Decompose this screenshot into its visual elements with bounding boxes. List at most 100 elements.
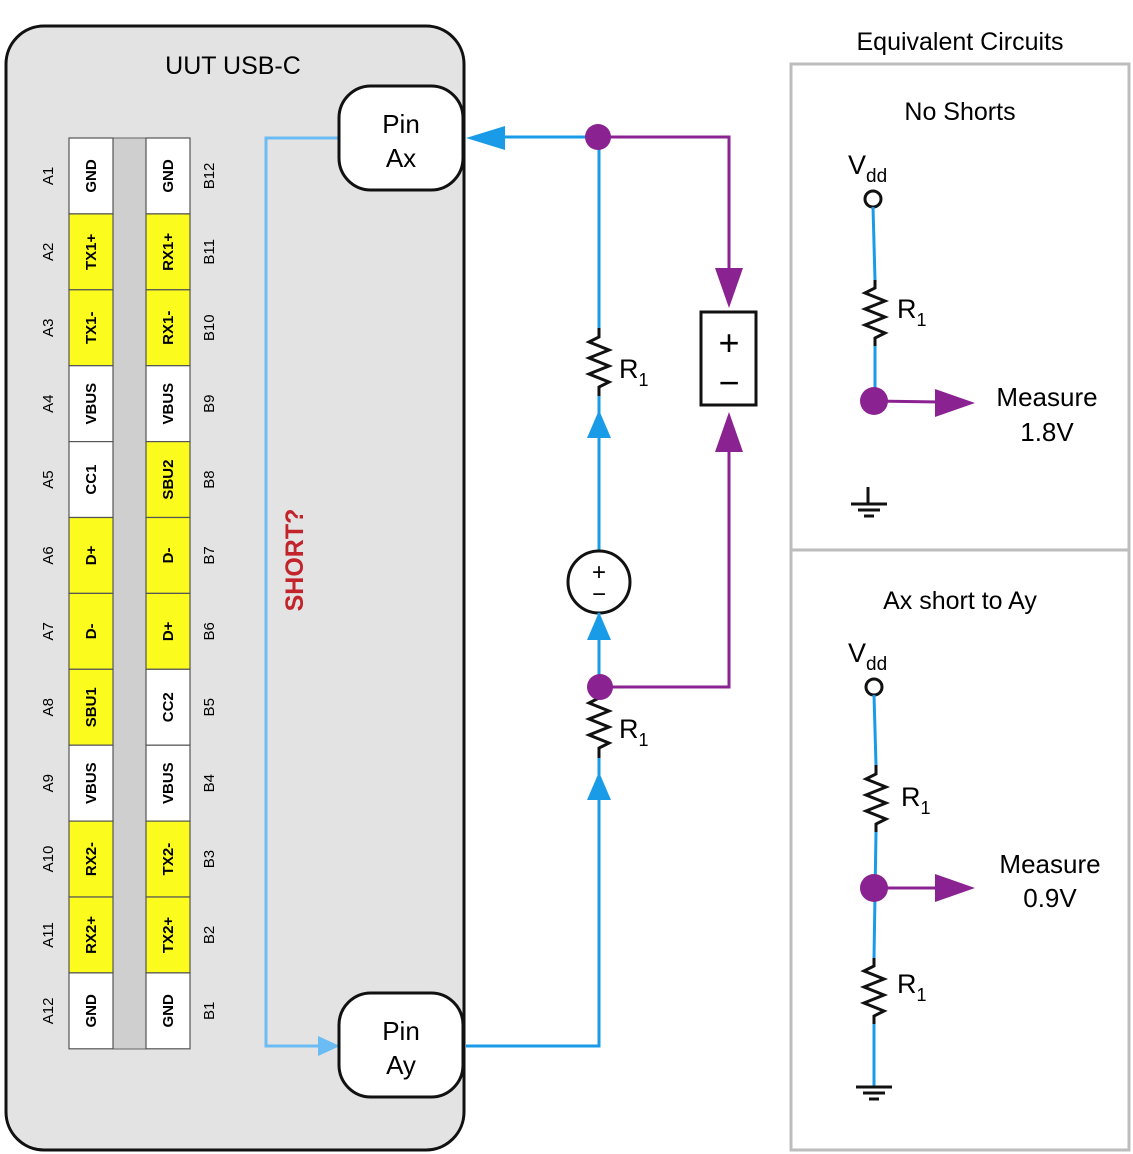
pin-signal-b-6: D-: [160, 548, 177, 564]
usb-c-connector: GNDTX1+TX1-VBUSCC1D+D-SBU1VBUSRX2-RX2+GN…: [40, 137, 218, 1050]
panel2-r-top-label: R1: [901, 782, 931, 818]
pin-number-a-10: A10: [40, 846, 57, 873]
pin-ax-node: Pin Ax: [337, 84, 465, 192]
pin-signal-a-4: VBUS: [83, 383, 100, 425]
panel1-measure-value: 1.8V: [1020, 417, 1074, 447]
pin-signal-b-7: D+: [160, 621, 177, 641]
meter-node-top: [585, 124, 611, 150]
pin-number-a-2: A2: [40, 243, 57, 261]
pin-number-a-8: A8: [40, 698, 57, 716]
pin-cell-a-12: GND: [68, 972, 114, 1050]
pin-signal-b-8: CC2: [160, 692, 177, 722]
pin-number-b-3: B10: [201, 314, 218, 341]
pin-cell-b-7: D+: [145, 592, 191, 670]
arrow-to-pin-ax: [466, 126, 505, 150]
source-plus: +: [592, 559, 606, 586]
panel-short: [789, 548, 1131, 1152]
pin-cell-b-9: VBUS: [145, 744, 191, 822]
pin-cell-b-8: CC2: [145, 668, 191, 746]
pin-number-a-1: A1: [40, 167, 57, 185]
panel1-r-label: R1: [897, 294, 927, 330]
panel1-resistor: [860, 280, 890, 346]
pin-number-b-9: B4: [201, 774, 218, 792]
panel2-measure-value: 0.9V: [1023, 883, 1077, 913]
panel-no-shorts: [789, 62, 1131, 552]
pin-number-b-2: B11: [201, 239, 218, 265]
source-minus: −: [592, 581, 606, 608]
r1-top-label: R1: [619, 354, 649, 390]
voltmeter: + −: [585, 124, 758, 700]
r1-bottom-label: R1: [619, 714, 649, 750]
pin-signal-a-1: GND: [83, 159, 100, 193]
pin-number-a-6: A6: [40, 546, 57, 564]
pin-signal-b-2: RX1+: [160, 233, 177, 271]
panel2-resistor-top: [861, 765, 891, 832]
pin-signal-b-12: GND: [160, 994, 177, 1028]
panel2-measure-arrow: [935, 874, 975, 902]
pin-cell-a-10: RX2-: [68, 820, 114, 898]
pin-cell-b-2: RX1+: [145, 213, 191, 291]
meter-box: [699, 310, 758, 407]
arrow-up-middle: [587, 612, 611, 640]
pin-signal-b-9: VBUS: [160, 762, 177, 804]
pin-signal-a-3: TX1-: [83, 311, 100, 344]
pin-signal-b-3: RX1-: [160, 311, 177, 345]
pin-cell-b-3: RX1-: [145, 289, 191, 367]
meter-arrow-bottom: [715, 412, 743, 452]
pin-cell-b-10: TX2-: [145, 820, 191, 898]
panel2-measure-label: Measure: [999, 849, 1100, 879]
test-circuit: R1 + − R1: [466, 126, 649, 1048]
panel2-resistor-bottom: [859, 958, 889, 1024]
pin-number-a-11: A11: [40, 922, 57, 948]
pin-signal-a-8: SBU1: [83, 687, 100, 727]
pin-ax-label-top: Pin: [382, 109, 420, 139]
pin-ay-label-top: Pin: [382, 1016, 420, 1046]
pin-cell-a-2: TX1+: [68, 213, 114, 291]
pin-ay-node: Pin Ay: [337, 991, 465, 1099]
resistor-r1-top: [584, 328, 614, 396]
pin-number-b-11: B2: [201, 926, 218, 944]
pin-number-a-12: A12: [40, 997, 57, 1024]
pin-signal-b-4: VBUS: [160, 383, 177, 425]
panel1-vdd: Vdd: [848, 150, 887, 187]
panel2-title: Ax short to Ay: [883, 587, 1037, 615]
panel2-ground-icon: [856, 1085, 892, 1101]
meter-node-bottom: [587, 674, 613, 700]
pin-cell-b-6: D-: [145, 516, 191, 595]
pin-number-b-6: B7: [201, 546, 218, 564]
pin-signal-a-7: D-: [83, 623, 100, 639]
pin-number-b-7: B6: [201, 622, 218, 640]
meter-plus: +: [718, 322, 739, 363]
pin-cell-a-1: GND: [68, 137, 114, 215]
panel-no-shorts-circuit: No Shorts Vdd R1 Measure 1.8V: [848, 98, 1098, 518]
short-path: SHORT?: [264, 136, 340, 1056]
pin-cell-a-9: VBUS: [68, 744, 114, 822]
pin-number-a-4: A4: [40, 394, 57, 412]
meter-minus: −: [718, 362, 739, 403]
pin-number-a-5: A5: [40, 470, 57, 488]
panel2-vdd: Vdd: [848, 638, 887, 675]
pin-cell-b-5: SBU2: [145, 441, 191, 519]
pin-signal-a-2: TX1+: [83, 233, 100, 270]
pin-number-b-4: B9: [201, 394, 218, 412]
panel1-ground-icon: [851, 487, 887, 518]
arrow-up-upper: [587, 410, 611, 438]
pin-signal-b-10: TX2-: [160, 843, 177, 876]
pin-signal-a-5: CC1: [83, 465, 100, 495]
panel-short-circuit: Ax short to Ay Vdd R1 Measure 0.9V R1: [848, 587, 1101, 1101]
pin-number-b-5: B8: [201, 470, 218, 488]
pin-cell-a-5: CC1: [68, 441, 114, 519]
arrow-up-lower: [587, 772, 611, 800]
pin-signal-b-11: TX2+: [160, 917, 177, 954]
pin-number-a-3: A3: [40, 319, 57, 337]
panel1-measure-node: [860, 387, 888, 415]
pin-cell-a-6: D+: [68, 516, 114, 595]
pin-number-b-1: B12: [201, 163, 218, 190]
connector-column-b: GNDRX1+RX1-VBUSSBU2D-D+CC2VBUSTX2-TX2+GN…: [145, 137, 191, 1050]
pin-cell-a-8: SBU1: [68, 668, 114, 746]
pin-cell-b-11: TX2+: [145, 896, 191, 974]
uut-title: UUT USB-C: [165, 52, 301, 80]
pin-number-b-12: B1: [201, 1002, 218, 1020]
